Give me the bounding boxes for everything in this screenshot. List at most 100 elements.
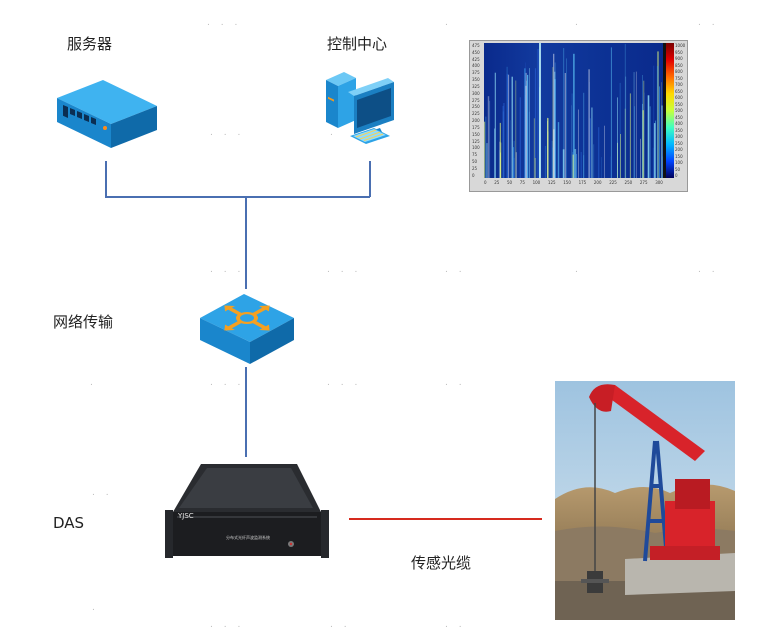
spectrogram-color-tick-16: 200 <box>675 147 683 152</box>
spectrogram-streak <box>533 118 535 178</box>
spectrogram-streak <box>583 92 585 178</box>
spectrogram-streak <box>659 86 660 178</box>
spectrogram-streak <box>643 118 644 178</box>
spectrogram-y-tick-15: 100 <box>472 145 480 151</box>
spectrogram-y-tick-5: 350 <box>472 77 480 83</box>
spectrogram-y-tick-11: 200 <box>472 118 480 124</box>
spectrogram-y-tick-3: 400 <box>472 63 480 69</box>
spectrogram-streak <box>649 106 651 178</box>
spectrogram-strong-streak <box>539 43 541 178</box>
spectrogram-streak <box>515 80 517 178</box>
spectrogram-y-tick-9: 250 <box>472 104 480 110</box>
spectrogram-x-tick-1: 25 <box>494 180 500 185</box>
spectrogram-streak <box>598 127 600 178</box>
spectrogram-streak <box>657 51 659 178</box>
spectrogram-streak <box>572 154 574 178</box>
spectrogram-x-tick-11: 275 <box>639 180 648 185</box>
dot-mark: . . <box>92 488 113 498</box>
spectrogram-streak <box>511 76 513 178</box>
spectrogram-streak <box>494 128 496 178</box>
pumpjack-photo <box>555 381 735 620</box>
spectrogram-streak <box>553 129 555 178</box>
spectrogram-streak <box>553 53 555 178</box>
spectrogram-y-tick-18: 25 <box>472 165 478 171</box>
das-device <box>165 464 329 558</box>
server-label: 服务器 <box>67 35 113 53</box>
spectrogram-streak <box>486 143 488 178</box>
dot-mark: . . . <box>207 18 242 28</box>
spectrogram-streak <box>525 72 527 178</box>
spectrogram-streak <box>534 68 537 178</box>
spectrogram-color-tick-8: 600 <box>675 95 683 100</box>
spectrogram-streak <box>620 134 621 178</box>
spectrogram-streak <box>625 76 627 178</box>
spectrogram-streak <box>562 149 565 178</box>
dot-mark: . . <box>445 265 466 275</box>
dot-mark: . . <box>445 620 466 630</box>
spectrogram-streak <box>557 122 560 178</box>
dot-mark: . . <box>698 265 719 275</box>
spectrogram-streak <box>619 82 621 178</box>
spectrogram-streak <box>655 120 656 178</box>
spectrogram-y-tick-19: 0 <box>472 172 475 178</box>
spectrogram-streak <box>512 147 514 178</box>
spectrogram-x-tick-0: 0 <box>484 180 487 185</box>
spectrogram-color-tick-12: 400 <box>675 121 683 126</box>
spectrogram-y-tick-2: 425 <box>472 56 480 62</box>
spectrogram-streak <box>624 44 626 178</box>
dot-mark: . . <box>330 620 351 630</box>
spectrogram-y-tick-8: 275 <box>472 97 480 103</box>
dot-mark: . . <box>698 18 719 28</box>
fiber-cable-line <box>349 518 542 520</box>
spectrogram-streak <box>643 80 645 178</box>
control-drop-line <box>369 161 371 197</box>
dot-mark: . . . <box>210 378 245 388</box>
spectrogram-x-tick-6: 150 <box>563 180 571 185</box>
spectrogram-streak <box>653 123 656 178</box>
spectrogram-streak <box>485 116 487 178</box>
spectrogram-color-tick-9: 550 <box>675 101 683 107</box>
spectrogram-y-tick-16: 75 <box>472 152 478 158</box>
spectrogram-streak <box>554 71 556 178</box>
spectrogram-streak <box>554 62 556 178</box>
spectrogram-streak <box>610 47 612 178</box>
spectrogram-streak <box>652 147 654 178</box>
spectrogram-x-tick-3: 75 <box>519 180 525 185</box>
spectrogram-y-tick-7: 300 <box>472 90 480 96</box>
spectrogram-streak <box>653 65 655 178</box>
computer-icon <box>326 72 394 144</box>
dot-mark: . <box>90 378 97 388</box>
spectrogram-x-tick-12: 300 <box>655 180 663 185</box>
spectrogram-y-tick-6: 325 <box>472 83 480 89</box>
spectrogram-y-tick-14: 125 <box>472 138 480 144</box>
spectrogram-color-tick-5: 750 <box>675 75 683 81</box>
das-panel-text: 分布式光纤声波监测系统 <box>226 535 270 540</box>
spectrogram-x-tick-9: 225 <box>609 180 617 185</box>
bus-to-switch-line <box>245 196 247 289</box>
dot-mark: . . . <box>327 378 362 388</box>
spectrogram-streak <box>563 48 565 178</box>
spectrogram-streak <box>617 142 618 178</box>
spectrogram-streak <box>573 53 575 178</box>
dot-mark: . <box>92 603 99 613</box>
spectrogram-streaks <box>484 43 663 178</box>
spectrogram-streak <box>515 152 517 178</box>
spectrogram-streak <box>574 149 577 178</box>
spectrogram-streak <box>502 111 504 178</box>
spectrogram-streak <box>498 150 500 178</box>
spectrogram-y-tick-12: 175 <box>472 124 480 130</box>
dot-mark: . . . <box>210 265 245 275</box>
spectrogram-y-tick-13: 150 <box>472 131 480 137</box>
spectrogram-streak <box>537 48 539 178</box>
spectrogram-streak <box>508 74 510 178</box>
spectrogram-streak <box>644 92 645 178</box>
server-drop-line <box>105 161 107 197</box>
spectrogram-y-tick-10: 225 <box>472 111 480 117</box>
spectrogram-streak <box>642 75 643 178</box>
spectrogram-streak <box>576 154 577 178</box>
spectrogram-streak <box>580 152 582 178</box>
spectrogram-streak <box>506 74 509 178</box>
spectrogram-streak <box>547 118 549 178</box>
spectrogram-streak <box>617 97 618 178</box>
